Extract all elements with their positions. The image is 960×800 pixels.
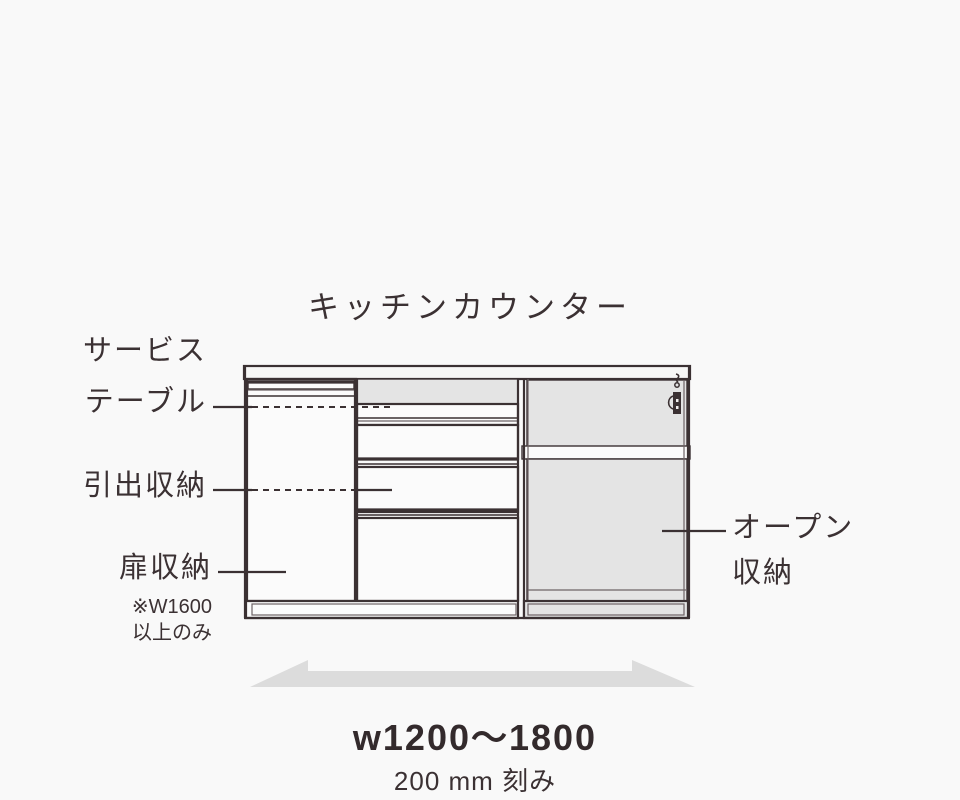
width-dimension-arrow: [250, 660, 695, 687]
dimension-width-main: w1200〜1800: [352, 717, 598, 758]
plinth-right-inner: [527, 603, 685, 616]
label-service-table-line1: サービス: [82, 335, 207, 367]
drawer-4: [355, 516, 520, 603]
cabinet-plinth: [244, 599, 690, 620]
label-open-storage-line1: オープン: [732, 512, 855, 544]
label-door-storage-note-line2: 以上のみ: [132, 622, 212, 644]
double-headed-arrow-shape: [250, 660, 695, 687]
open-storage-lower-panel: [526, 458, 688, 602]
counter-top-slab: [242, 364, 692, 381]
label-door-storage-note-line1: ※W1600: [131, 596, 212, 618]
cabinet-outline: [242, 364, 692, 620]
open-storage-upper-panel: [526, 379, 688, 449]
drawer-1: [355, 402, 520, 427]
plinth-left-inner: [251, 603, 517, 616]
dimension-width-sub: 200 mm 刻み: [393, 766, 557, 796]
leader-lines: [213, 405, 726, 574]
drawer-upper-recess: [356, 378, 519, 405]
drawer-section: [355, 378, 520, 603]
open-storage-shelf: [521, 445, 691, 460]
page-title: キッチンカウンター: [308, 290, 632, 325]
label-open-storage-line2: 収納: [732, 557, 795, 589]
cabinet-handle-icon: [667, 373, 681, 414]
label-door-storage: 扉収納: [118, 552, 212, 584]
label-service-table-line2: テーブル: [84, 386, 207, 418]
open-storage-section: [521, 373, 691, 618]
label-drawer-storage: 引出収納: [82, 470, 207, 502]
drawer-2: [355, 423, 520, 461]
